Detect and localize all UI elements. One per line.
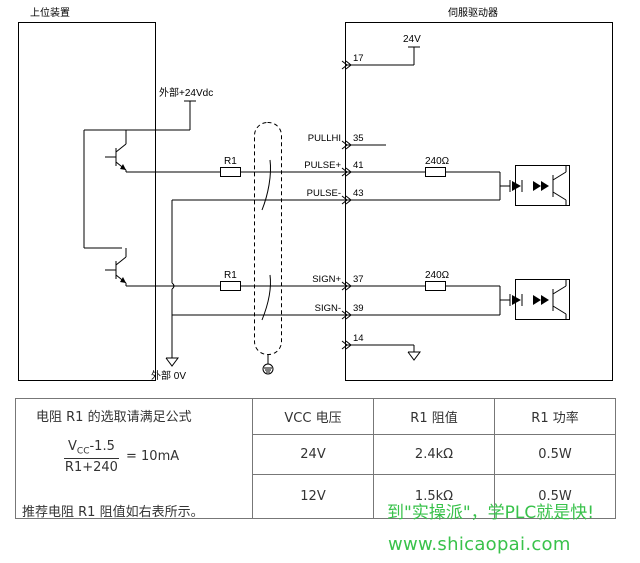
pin-41-name: PULSE+ [304, 160, 341, 171]
servo-driver-box [345, 22, 613, 381]
ext-24v-label: 外部+24Vdc [159, 86, 213, 99]
resistor-240-pulse [425, 167, 446, 177]
header-r1-value: R1 阻值 [373, 398, 495, 435]
resistor-r1-pulse [220, 167, 241, 177]
pin-35-name: PULLHI [308, 133, 341, 144]
formula-numerator-sub: CC [76, 446, 90, 457]
r240-top-label: 240Ω [425, 156, 450, 167]
sign-transistor [105, 248, 127, 286]
cell-r1-power: 0.5W [494, 434, 616, 475]
pin-35-number: 35 [353, 133, 364, 144]
cell-r1-value: 1.5kΩ [373, 474, 495, 519]
host-device-box [18, 22, 156, 381]
r240-bottom-label: 240Ω [425, 270, 450, 281]
pin-14-number: 14 [353, 333, 364, 344]
host-title: 上位装置 [30, 6, 70, 19]
table-row: 24V 2.4kΩ 0.5W [16, 434, 616, 475]
shield-ground-icon [262, 363, 274, 375]
formula-note: 推荐电阻 R1 阻值如右表所示。 [22, 505, 204, 520]
shield-cable [254, 122, 282, 355]
formula-fraction: VCC-1.5 R1+240 [64, 439, 119, 475]
formula-result: = 10mA [126, 449, 180, 465]
formula: VCC-1.5 R1+240 = 10mA [64, 439, 179, 475]
cell-r1-value: 2.4kΩ [373, 434, 495, 475]
r1-selection-table: 电阻 R1 的选取请满足公式 VCC-1.5 R1+240 = 10mA 推荐电… [15, 398, 616, 520]
watermark-url: www.shicaopai.com [388, 534, 571, 555]
formula-numerator-rest: -1.5 [89, 439, 115, 454]
pin-43-number: 43 [353, 188, 364, 199]
watermark-slogan: 到"实操派"，学PLC就是快! [387, 503, 595, 523]
cell-vcc: 12V [252, 474, 374, 519]
pin-37-name: SIGN+ [312, 274, 341, 285]
pin-39-name: SIGN- [315, 303, 341, 314]
cell-r1-power: 0.5W [494, 474, 616, 519]
cell-vcc: 24V [252, 434, 374, 475]
formula-title: 电阻 R1 的选取请满足公式 [36, 410, 192, 425]
optocoupler-pulse [499, 165, 570, 206]
pin-37-number: 37 [353, 274, 364, 285]
formula-cell: 电阻 R1 的选取请满足公式 VCC-1.5 R1+240 = 10mA 推荐电… [15, 398, 253, 520]
header-r1-power: R1 功率 [494, 398, 616, 435]
ext-0v-label: 外部 0V [151, 369, 186, 382]
formula-numerator: VCC-1.5 [64, 439, 119, 459]
table-row: 12V 1.5kΩ 0.5W [16, 474, 616, 519]
terminal-markers [341, 60, 352, 350]
ground-0v-icon [165, 357, 179, 367]
r1-bottom-label: R1 [224, 270, 237, 281]
wiring-diagram: 上位装置 伺服驱动器 外部+24Vdc 外部 0V 24V R1 R1 240Ω… [18, 6, 613, 382]
pin-39-number: 39 [353, 303, 364, 314]
r1-top-label: R1 [224, 156, 237, 167]
driver-title: 伺服驱动器 [448, 6, 498, 19]
resistor-240-sign [425, 281, 446, 291]
resistor-r1-sign [220, 281, 241, 291]
driver-ground-icon [407, 351, 421, 361]
vcc-24v-label: 24V [403, 34, 421, 45]
formula-numerator-main: V [68, 439, 77, 454]
pin-43-name: PULSE- [307, 188, 341, 199]
pin-17-number: 17 [353, 53, 364, 64]
header-vcc: VCC 电压 [252, 398, 374, 435]
formula-denominator: R1+240 [64, 459, 118, 475]
pin-41-number: 41 [353, 160, 364, 171]
